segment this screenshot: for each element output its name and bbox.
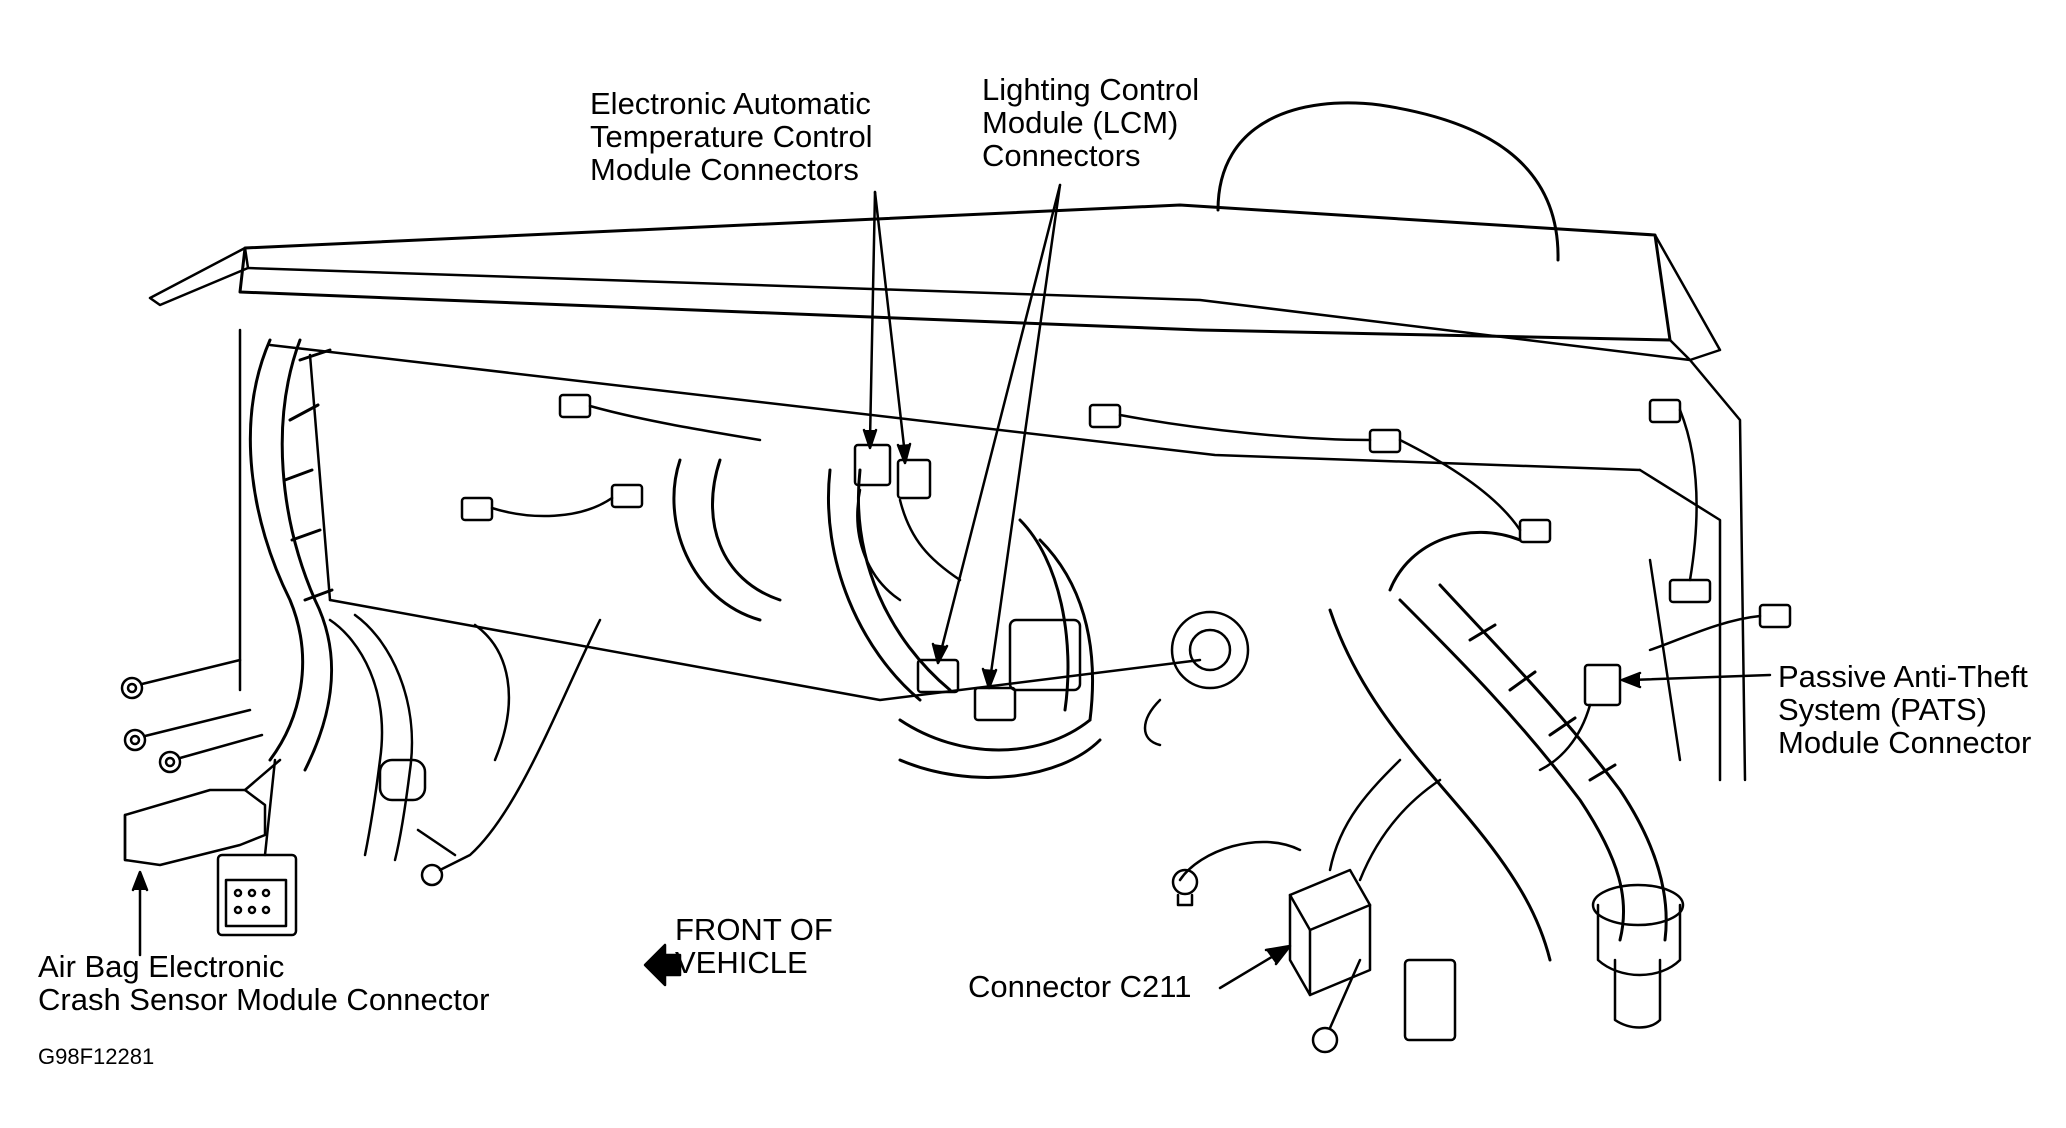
front-of-vehicle-line-1: FRONT OF <box>675 912 833 947</box>
right-harness-trunk <box>1328 530 1668 962</box>
ring-terminals-left <box>120 658 264 774</box>
lcm-label-line-1: Lighting Control <box>982 72 1200 107</box>
pats-label-line-3: Module Connector <box>1778 725 2032 760</box>
instrument-panel-top <box>148 203 1722 362</box>
airbag-label: Air Bag Electronic Crash Sensor Module C… <box>38 950 489 1016</box>
center-harness-bundle <box>672 458 1102 779</box>
front-of-vehicle-line-2: VEHICLE <box>675 945 808 980</box>
pats-label: Passive Anti-Theft System (PATS) Module … <box>1778 660 2031 759</box>
pats-label-line-2: System (PATS) <box>1778 692 1987 727</box>
eatc-connectors <box>853 443 962 602</box>
lcm-label-line-2: Module (LCM) <box>982 105 1179 140</box>
steering-wheel-outline <box>1216 101 1560 262</box>
c211-label-text: Connector C211 <box>968 969 1192 1004</box>
panel-frame <box>238 328 1747 782</box>
left-harness-trunk <box>248 338 334 772</box>
air-bag-sensor-module <box>123 758 282 867</box>
airbag-label-line-1: Air Bag Electronic <box>38 949 285 984</box>
eatc-label-line-2: Temperature Control <box>590 119 873 154</box>
eatc-label-line-1: Electronic Automatic <box>590 86 871 121</box>
c211-label: Connector C211 <box>968 970 1191 1003</box>
bulb-sockets-left <box>328 613 602 887</box>
multi-pin-connector-left <box>216 758 298 937</box>
front-of-vehicle-arrow <box>643 943 682 987</box>
pats-label-line-1: Passive Anti-Theft <box>1778 659 2028 694</box>
eatc-label: Electronic Automatic Temperature Control… <box>590 87 873 186</box>
lcm-label-line-3: Connectors <box>982 138 1141 173</box>
eatc-label-line-3: Module Connectors <box>590 152 859 187</box>
figure-id: G98F12281 <box>38 1045 154 1069</box>
pats-connector <box>1538 663 1622 772</box>
misc-connectors <box>460 393 1792 652</box>
lcm-label: Lighting Control Module (LCM) Connectors <box>982 73 1199 172</box>
gear-assembly <box>1143 610 1250 747</box>
connector-c211-shape <box>1288 758 1457 1054</box>
airbag-label-line-2: Crash Sensor Module Connector <box>38 982 490 1017</box>
lcm-connectors <box>916 618 1082 722</box>
figure-id-text: G98F12281 <box>38 1044 155 1069</box>
bulb-socket-right <box>1591 883 1685 1029</box>
front-of-vehicle-label: FRONT OF VEHICLE <box>675 913 833 979</box>
bulb-with-lead <box>1171 840 1302 907</box>
callout-arrows <box>131 183 1772 990</box>
